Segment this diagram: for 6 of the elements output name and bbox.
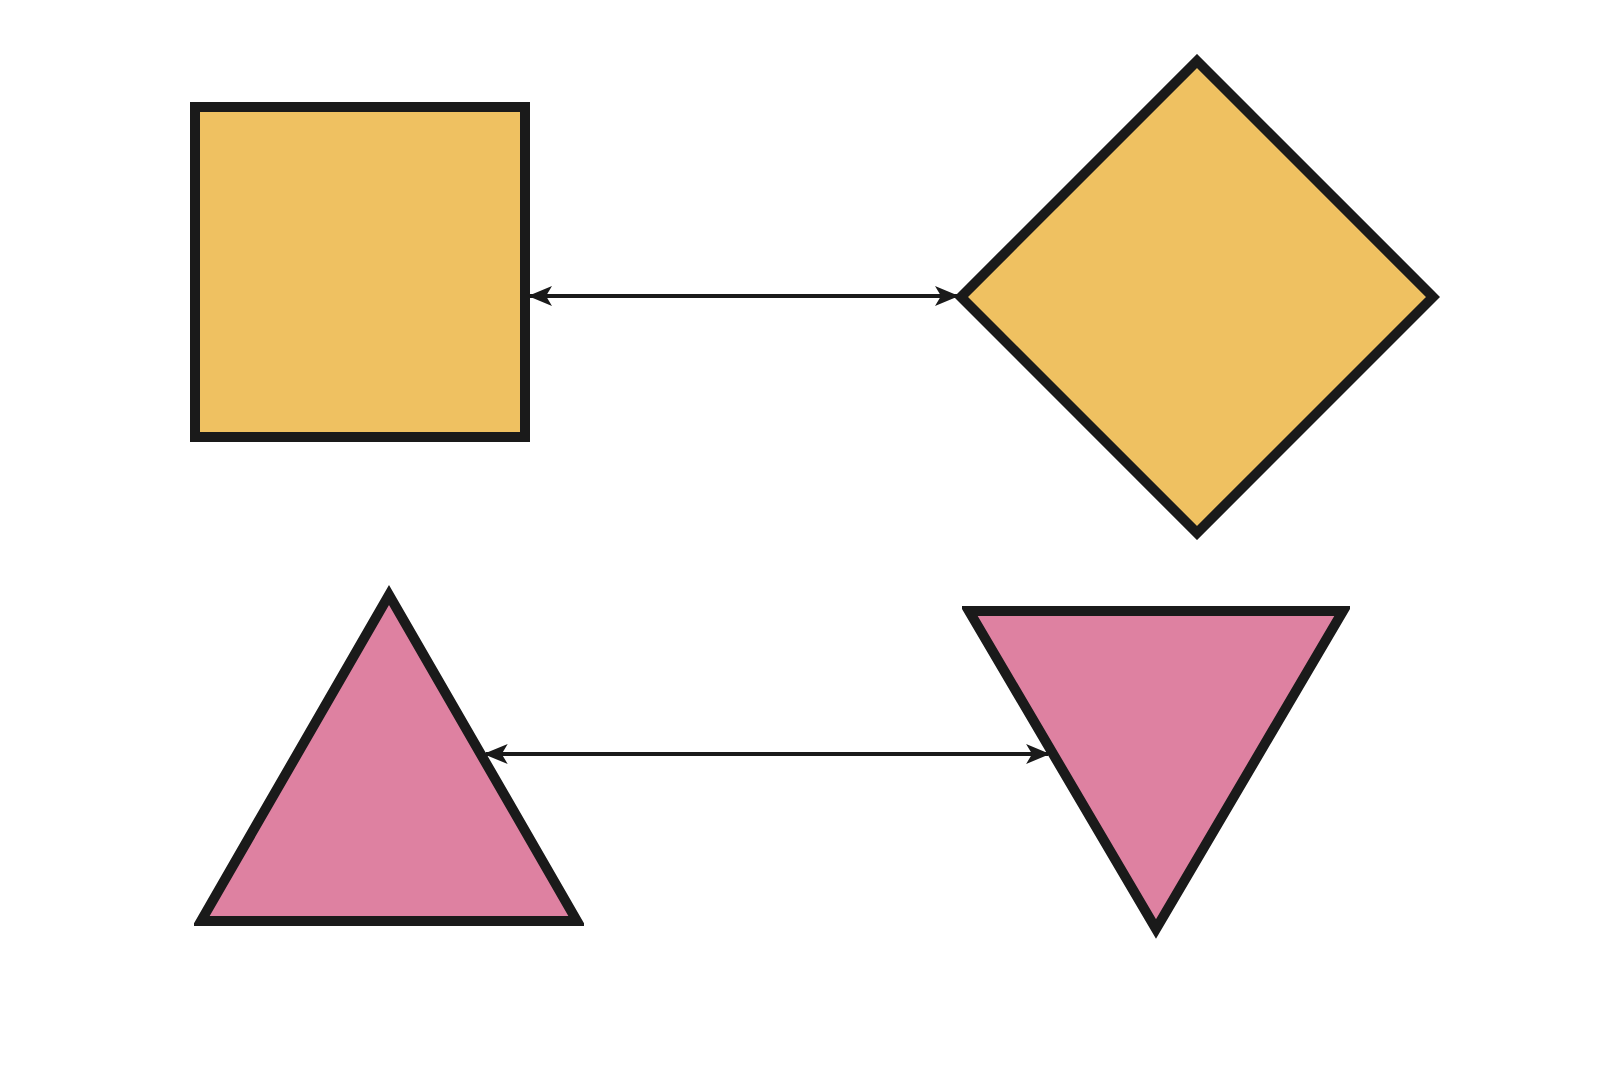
diamond-shape: [954, 54, 1440, 540]
triangle-shape: [194, 585, 584, 926]
inverted-triangle-shape: [962, 606, 1350, 939]
double-arrow: [483, 744, 1051, 764]
box-shape: [190, 102, 530, 442]
double-arrow: [528, 286, 959, 306]
